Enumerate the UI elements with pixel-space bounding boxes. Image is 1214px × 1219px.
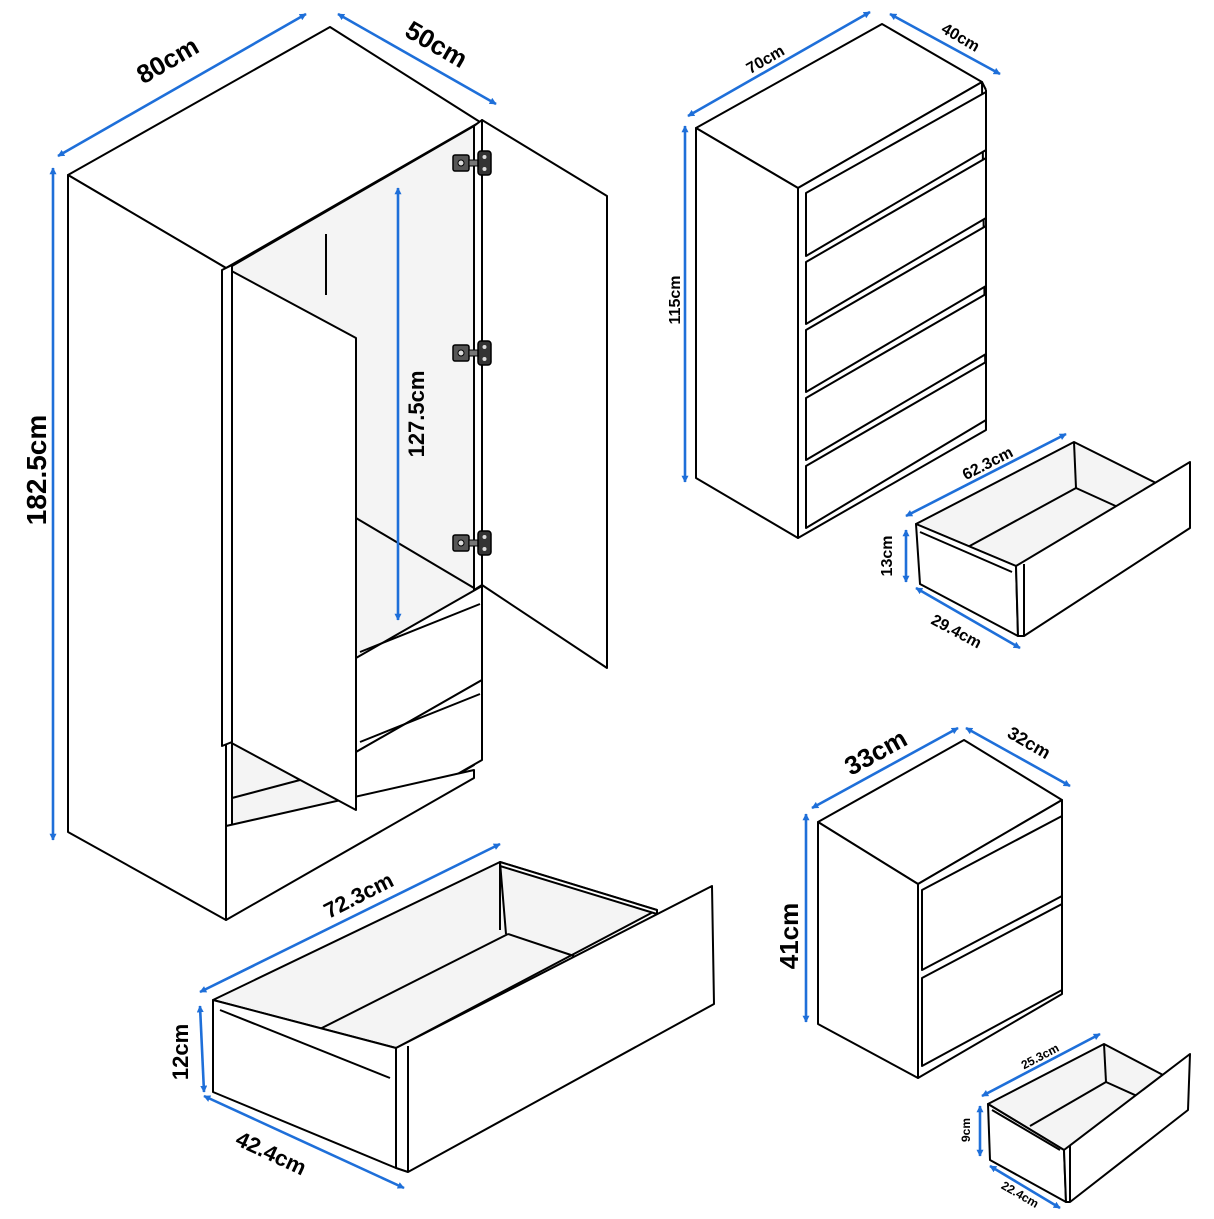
chest-drawer-3 [805,225,987,393]
wardrobe-width-dimension-line [57,12,307,158]
bedside-table: 33cm 32cm 41cm [774,723,1071,1079]
chest-depth-label: 40cm [938,21,982,56]
bedside-drawer: 25.3cm 9cm 22.4cm [959,1032,1191,1211]
wardrobe-drawer-depth-label: 42.4cm [232,1126,310,1180]
bedside-drawer-depth-dimension-line [989,1164,1061,1210]
chest-drawer-4 [805,293,987,461]
chest-height-label: 115cm [667,276,684,325]
chest-drawer-depth-label: 29.4cm [928,612,984,652]
bedside-height-label: 41cm [774,903,804,970]
wardrobe-drawer-height-label: 12cm [168,1024,193,1080]
chest-drawer-2 [805,157,987,325]
chest-of-drawers: 70cm 40cm 115cm [667,10,1001,539]
chest-drawer-5 [805,361,987,529]
bedside-drawer-2 [921,903,1063,1067]
wardrobe-side-panel [67,174,227,921]
wardrobe: 80cm 50cm 182.5cm 127.5cm [21,12,608,921]
wardrobe-drawer-height-dimension-line [196,1005,208,1093]
wardrobe-left-door-edge [221,264,233,747]
chest-drawer: 62.3cm 13cm 29.4cm [879,432,1191,652]
chest-drawer-fronts [805,91,987,529]
chest-depth-dimension-line [889,12,1001,76]
wardrobe-hanging-label: 127.5cm [404,371,429,458]
wardrobe-right-door [481,119,608,669]
chest-drawer-width-dimension-line [905,432,1067,518]
bedside-drawer-1 [921,815,1063,971]
chest-drawer-depth-dimension-line [915,586,1021,650]
bedside-drawer-width-label: 25.3cm [1019,1041,1062,1072]
bedside-drawer-front [1063,1053,1191,1203]
chest-width-dimension-line [687,10,871,118]
wardrobe-drawer: 72.3cm 12cm 42.4cm [168,842,715,1190]
bedside-depth-label: 32cm [1004,723,1054,763]
chest-drawer-height-label: 13cm [879,536,896,577]
wardrobe-left-door [225,267,357,811]
bedside-width-dimension-line [811,726,959,810]
chest-side [695,127,799,539]
bedside-depth-dimension-line [965,726,1071,788]
wardrobe-width-label: 80cm [131,31,204,90]
chest-drawer-1 [805,91,987,257]
wardrobe-depth-label: 50cm [400,15,473,74]
wardrobe-depth-dimension-line [337,12,497,106]
bedside-drawer-height-label: 9cm [959,1118,973,1142]
wardrobe-height-label: 182.5cm [21,415,52,526]
wardrobe-drawer-depth-dimension-line [203,1094,405,1190]
bedside-drawer-width-dimension-line [981,1032,1101,1098]
wardrobe-drawer-width-dimension-line [199,842,501,994]
